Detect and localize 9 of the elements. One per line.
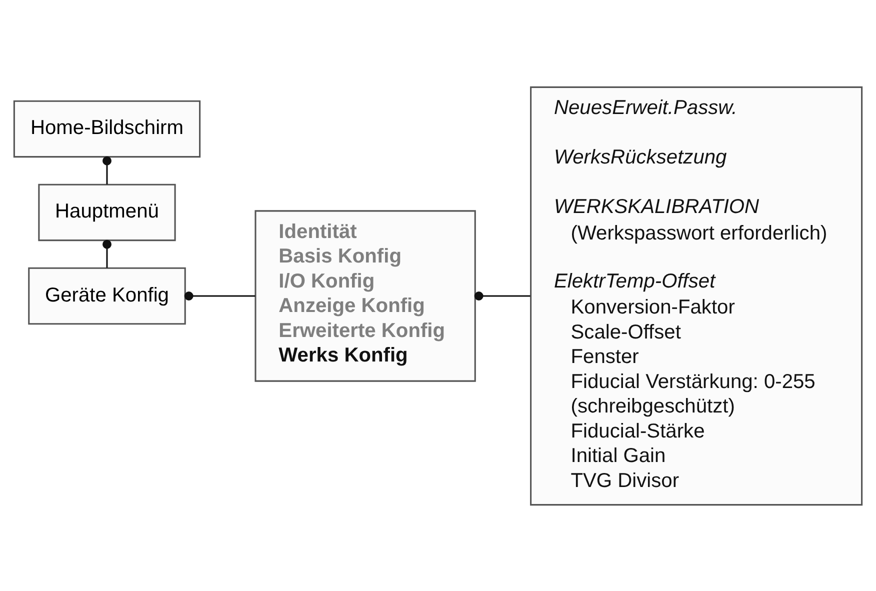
connector: [102, 156, 112, 184]
node-box: NeuesErweit.Passw. WerksRücksetzung WERKSKALIBRATION (Werkspasswort erforderlich) ElektrTemp-Offset Konversion-Faktor Scale-Offset Fenster Fiducial Verstärkung: 0-255 (schreibgeschützt) Fiducial-Stärke Initial Gain TVG Divisor: [530, 86, 863, 506]
node-box: Identität Basis Konfig I/O Konfig Anzeige Konfig Erweiterte Konfig Werks Konfig: [254, 210, 476, 382]
node-box: Home-Bildschirm: [13, 100, 201, 158]
connector: [184, 291, 256, 300]
node-box: Geräte Konfig: [28, 266, 186, 324]
connector: [102, 239, 112, 268]
node-box: Hauptmenü: [38, 183, 176, 241]
connector: [474, 291, 530, 300]
